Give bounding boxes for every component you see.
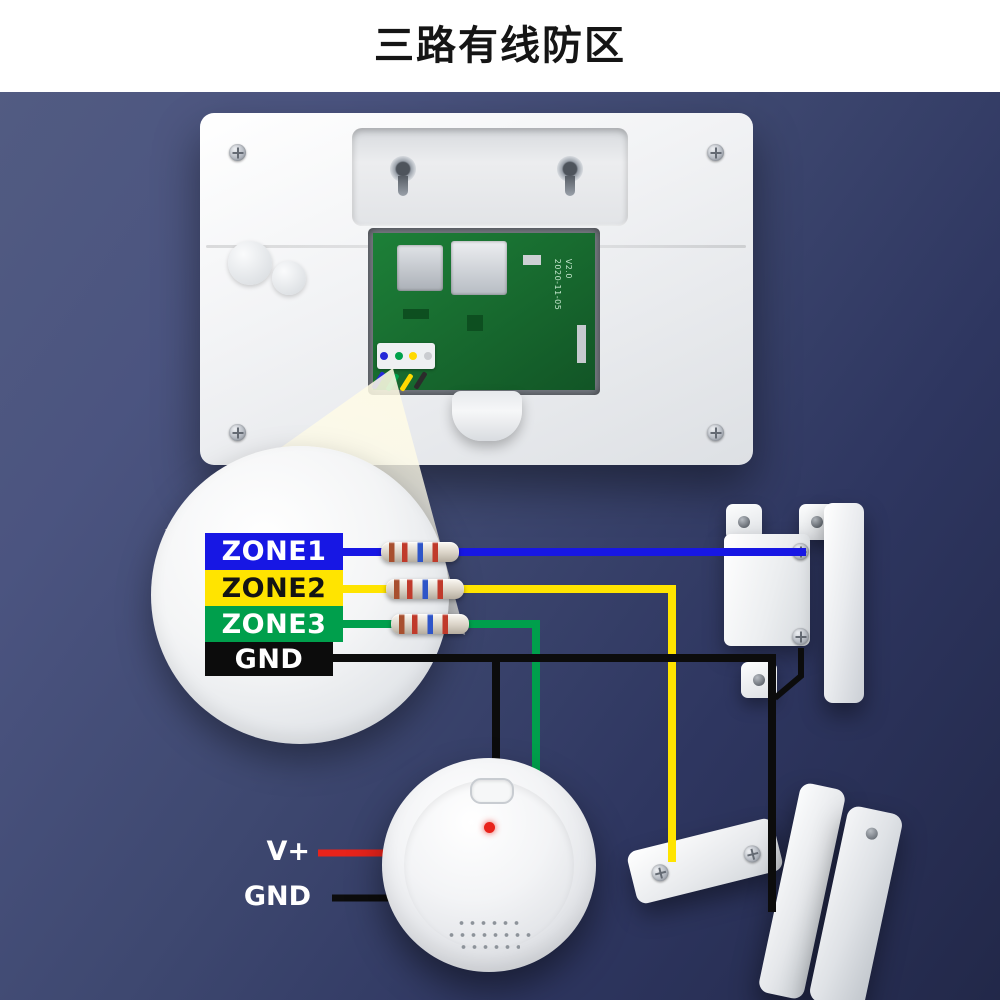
zone3-text: ZONE3 [221,608,327,640]
terminal-dot [394,352,403,360]
sensor-jumper-wire [773,648,804,701]
zone1-label: ZONE1 [205,533,343,570]
terminal-dot [423,352,432,360]
led-indicator [484,822,495,833]
screw-icon [707,144,724,161]
zone1-text: ZONE1 [221,536,327,567]
title-bar: 三路有线防区 [0,0,1000,92]
pcb-component [467,315,483,331]
wire-terminal-block [377,343,435,369]
terminal-screw-icon [649,862,671,884]
smoke-detector [382,758,596,972]
sim-slot [451,241,507,295]
diagram-title: 三路有线防区 [374,23,626,69]
battery-connector [577,325,586,363]
zone2-text: ZONE2 [221,572,327,604]
mount-recess [352,128,628,226]
mount-ear [741,662,777,698]
screw-icon [229,144,246,161]
hinge-bump [228,241,272,285]
terminal-screw-icon [792,628,809,645]
pcb-component [523,255,541,265]
zone2-label: ZONE2 [205,570,343,606]
resistor-icon [386,579,464,599]
pcb-silkscreen-text: V2.0 2020-11-05 [551,259,573,333]
pcb-window: V2.0 2020-11-05 [368,228,600,395]
door-sensor [724,534,810,646]
window-sensor-base [625,816,785,906]
pcb-component [403,309,429,319]
test-button [470,778,514,804]
screw-icon [229,424,246,441]
terminal-screw-icon [792,543,809,560]
keyhole-slot-icon [557,156,583,182]
speaker-grille [458,944,520,950]
gnd-label: GND [205,642,333,676]
screw-icon [707,424,724,441]
zone3-label: ZONE3 [205,606,343,642]
vplus-label: V+ [266,836,310,867]
sim-slot [397,245,443,291]
circuit-board: V2.0 2020-11-05 [373,233,595,390]
pcb-version: V2.0 [563,258,573,279]
keyhole-slot-icon [390,156,416,182]
terminal-dot [380,352,389,360]
resistor-icon [381,542,459,562]
pcb-date: 2020-11-05 [553,258,562,311]
smoke-gnd-label: GND [243,881,311,912]
hinge-bump [272,261,306,295]
speaker-grille [456,920,522,926]
gnd-text: GND [234,643,304,675]
terminal-dot [409,352,418,360]
speaker-grille [446,932,532,938]
cable-channel [452,391,522,441]
alarm-host-back-panel: V2.0 2020-11-05 [200,113,753,465]
resistor-icon [391,614,469,634]
door-magnet-bar [824,503,864,703]
terminal-screw-icon [741,843,763,865]
